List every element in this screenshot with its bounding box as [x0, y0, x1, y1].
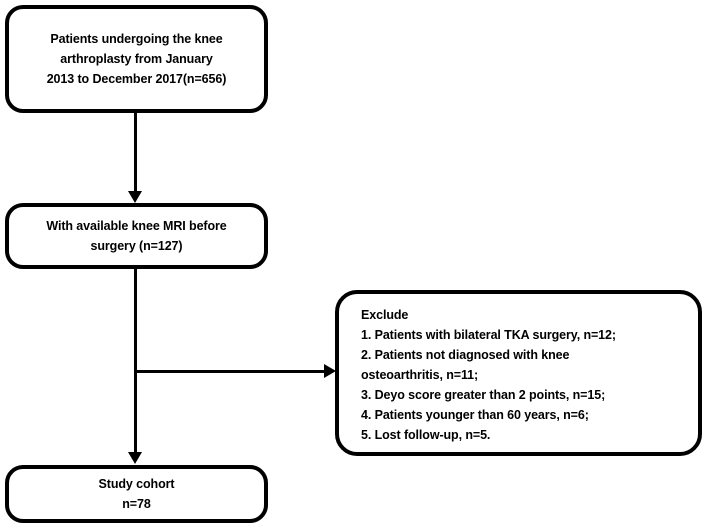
exclusion-item-1: 1. Patients with bilateral TKA surgery, …: [361, 328, 616, 342]
connector-mri-to-cohort: [134, 269, 137, 453]
node-enrolled-patients: Patients undergoing the knee arthroplast…: [5, 5, 268, 113]
exclusion-item-4: 4. Patients younger than 60 years, n=6;: [361, 408, 589, 422]
arrowhead-down-to-mri: [128, 191, 142, 203]
exclusion-item-3: 3. Deyo score greater than 2 points, n=1…: [361, 388, 606, 402]
arrowhead-right-to-exclude: [324, 364, 336, 378]
exclusion-list: 1. Patients with bilateral TKA surgery, …: [361, 325, 616, 445]
exclusion-title: Exclude: [361, 308, 409, 322]
node-exclusion-criteria: Exclude 1. Patients with bilateral TKA s…: [335, 290, 702, 456]
connector-enrolled-to-mri: [134, 113, 137, 193]
node-available-mri: With available knee MRI before surgery (…: [5, 203, 268, 269]
node-study-cohort-label: Study cohort n=78: [98, 477, 175, 511]
arrowhead-down-to-cohort: [128, 452, 142, 464]
exclusion-body: Exclude 1. Patients with bilateral TKA s…: [339, 294, 616, 445]
exclusion-item-2: 2. Patients not diagnosed with knee oste…: [361, 348, 570, 382]
connector-branch-to-exclude: [134, 370, 326, 373]
node-enrolled-patients-label: Patients undergoing the knee arthroplast…: [46, 32, 227, 86]
exclusion-item-5: 5. Lost follow-up, n=5.: [361, 428, 491, 442]
node-study-cohort: Study cohort n=78: [5, 465, 268, 523]
node-available-mri-label: With available knee MRI before surgery (…: [46, 219, 227, 253]
